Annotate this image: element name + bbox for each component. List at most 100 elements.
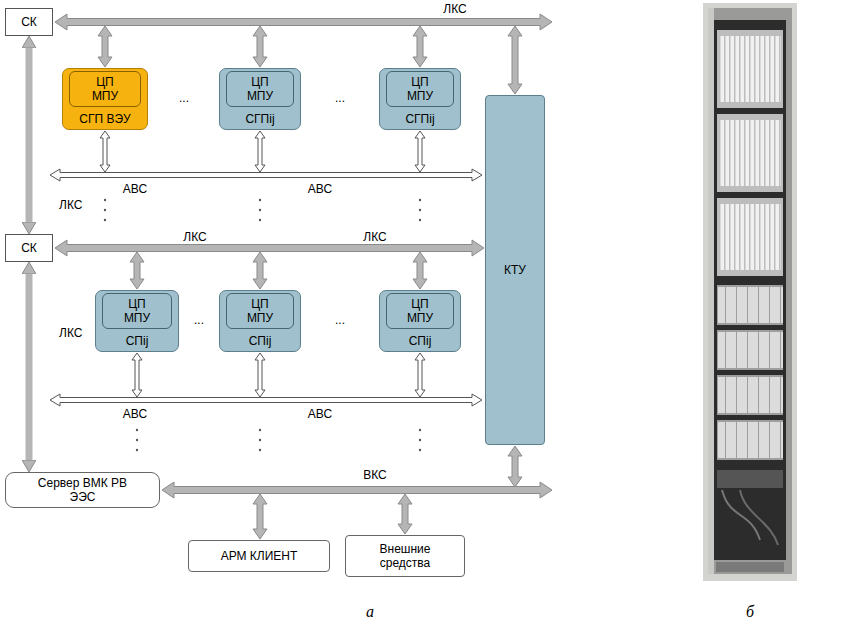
processor-group-box: ЦП МПУ СГПij [219,68,301,130]
vks-bus [162,482,552,498]
lks-link [26,272,33,462]
bus-arrow [253,26,267,67]
panel-shelf [717,375,783,415]
panel-units [718,287,783,323]
avs-coupler [132,353,142,397]
panel-letter: б [745,603,755,621]
module-cards [719,204,781,270]
server-box: Сервер ВМК РВ ЭЭС [5,472,160,508]
ellipsis: ... [334,313,346,327]
node-text: ЦП МПУ [247,75,273,103]
cabinet-door-edge [708,8,714,574]
cpu-box: ЦП МПУ [386,71,454,107]
continuation-dot [419,449,421,451]
processor-group-box: ЦП МПУСГП ВЭУ [62,68,148,130]
switch-box: СК [5,8,53,36]
node-text: ЦП МПУ [247,297,273,325]
bus-label: ВКС [362,468,388,482]
avs-bus [50,169,482,181]
panel-shelf [717,285,783,325]
node-text: ЦП МПУ [407,297,433,325]
external-box: Внешние средства [345,535,465,577]
continuation-dot [259,449,261,451]
avs-coupler [255,353,265,397]
cpu-box: ЦП МПУ [386,293,454,329]
ellipsis: ... [334,91,346,105]
panel-letter: а [365,603,375,621]
cable-tray [717,470,783,488]
bus-arrow [398,494,412,534]
cabinet-interior [714,20,786,560]
module-cards [719,120,781,186]
module-cards [719,36,781,102]
photo-background [703,3,797,581]
bus-label: АВС [122,182,148,196]
node-text: СГПij [405,112,434,126]
node-text: ЦП МПУ [407,75,433,103]
continuation-dot [104,199,106,201]
switch-box: СК [5,234,53,262]
cabinet-frame [708,8,792,574]
bus-arrow [130,252,144,289]
lks-link [26,46,33,224]
panel-units [718,422,783,458]
cpu-box: ЦП МПУ [69,71,141,107]
cpu-box: ЦП МПУ [226,71,294,107]
continuation-dot [419,209,421,211]
link-label: ЛКС [58,198,83,212]
avs-coupler [415,353,425,397]
processor-box: ЦП МПУ СПij [219,290,301,352]
module-crate [717,30,783,108]
cabinet-vent [716,562,784,572]
node-text: СК [21,241,37,255]
processor-group-box: ЦП МПУ СГПij [379,68,461,130]
continuation-dot [136,439,138,441]
node-text: СК [21,15,37,29]
panel-shelf [717,330,783,370]
node-text: АРМ КЛИЕНТ [221,549,298,563]
module-crate [717,198,783,276]
continuation-dot [419,439,421,441]
continuation-dot [419,429,421,431]
continuation-dot [259,199,261,201]
node-text: СГПij [245,112,274,126]
avs-coupler [415,131,425,172]
node-text: КТУ [504,263,526,277]
continuation-dot [104,219,106,221]
bus-label: ЛКС [442,2,467,16]
node-text: СПij [409,334,432,348]
panel-units [718,377,783,413]
ellipsis: ... [193,313,205,327]
bus-arrow [98,26,112,67]
node-text: ЦП МПУ [124,297,150,325]
lks-bus [55,14,552,30]
panel-units [718,332,783,368]
bus-label: АВС [307,182,333,196]
link-label: ЛКС [58,326,83,340]
panel-shelf [717,420,783,460]
module-crate [717,114,783,192]
bus-arrow [253,252,267,289]
avs-bus [50,394,482,406]
bus-label: АВС [122,407,148,421]
continuation-dot [419,199,421,201]
continuation-dot [259,429,261,431]
client-box: АРМ КЛИЕНТ [188,540,330,572]
ellipsis: ... [178,91,190,105]
node-text: СПij [249,334,272,348]
processor-box: ЦП МПУ СПij [379,290,461,352]
continuation-dot [419,219,421,221]
bus-arrow [253,494,267,539]
bus-arrow [508,446,522,487]
bus-arrow [413,26,427,67]
node-text: Внешние средства [380,542,431,570]
continuation-dot [104,209,106,211]
continuation-dot [259,209,261,211]
continuation-dot [259,219,261,221]
avs-coupler [100,131,110,172]
continuation-dot [136,429,138,431]
node-text: СПij [126,334,149,348]
processor-box: ЦП МПУ СПij [95,290,179,352]
cable [740,490,778,545]
